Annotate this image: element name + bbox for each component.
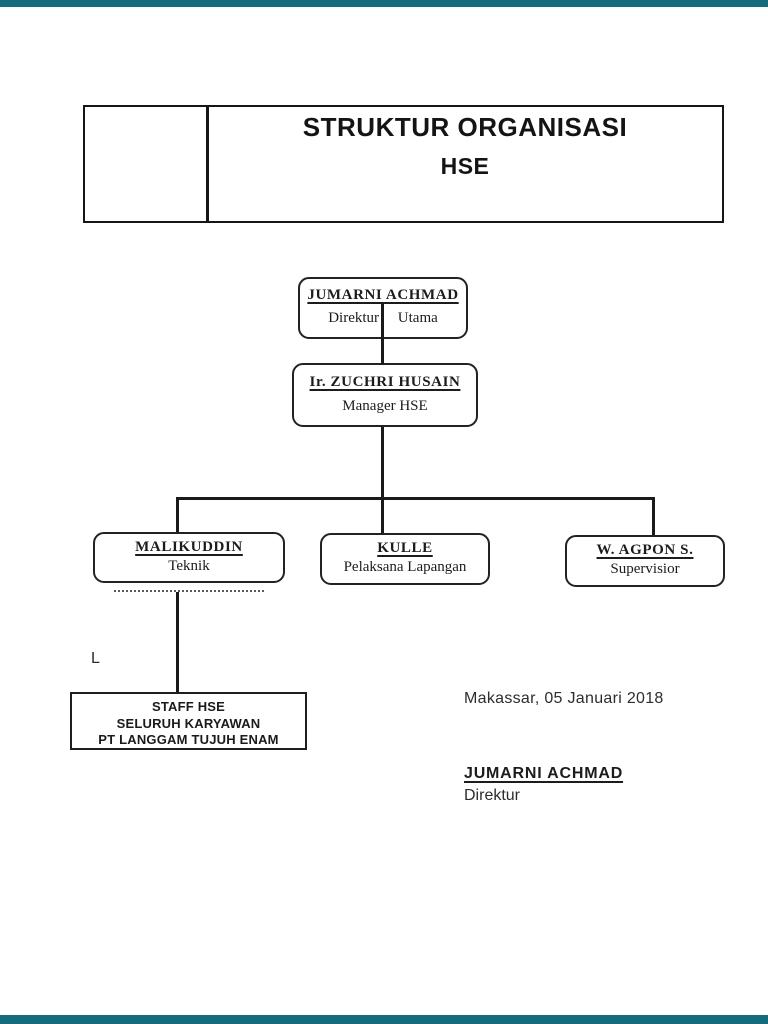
header-table: STRUKTUR ORGANISASI HSE: [83, 105, 724, 223]
stray-character: L: [91, 650, 100, 667]
place-and-date: Makassar, 05 Januari 2018: [464, 690, 664, 707]
org-node-role: Manager HSE: [342, 398, 428, 414]
org-node-name: Ir. ZUCHRI HUSAIN: [309, 374, 461, 390]
org-node-teknik: MALIKUDDIN Teknik: [93, 532, 285, 583]
staff-line-3: PT LANGGAM TUJUH ENAM: [98, 732, 279, 747]
signature-role: Direktur: [464, 787, 521, 804]
staff-line-1: STAFF HSE: [151, 699, 226, 714]
connector-root-to-manager: [381, 304, 384, 364]
header-title-cell: STRUKTUR ORGANISASI HSE: [208, 107, 722, 221]
connector-stub-supervisor: [652, 497, 655, 536]
org-node-pelaksana-lapangan: KULLE Pelaksana Lapangan: [320, 533, 490, 585]
top-accent-bar: [0, 0, 768, 7]
connector-horizontal: [176, 497, 655, 500]
org-node-staff-hse: STAFF HSE SELURUH KARYAWAN PT LANGGAM TU…: [70, 692, 307, 750]
org-node-name: MALIKUDDIN: [135, 539, 243, 555]
signature-name: JUMARNI ACHMAD: [464, 765, 624, 782]
org-node-supervisor: W. AGPON S. Supervisior: [565, 535, 725, 587]
org-node-manager-hse: Ir. ZUCHRI HUSAIN Manager HSE: [292, 363, 478, 427]
org-node-name: JUMARNI ACHMAD: [307, 287, 459, 303]
bottom-accent-bar: [0, 1015, 768, 1024]
document-title: STRUKTUR ORGANISASI: [302, 112, 628, 142]
connector-manager-down: [381, 426, 384, 534]
document-subtitle: HSE: [440, 153, 490, 179]
dotted-separator: [114, 590, 264, 592]
staff-line-2: SELURUH KARYAWAN: [116, 715, 261, 731]
org-node-role: Teknik: [168, 558, 210, 574]
connector-teknik-to-staff: [176, 592, 179, 692]
header-table-divider: [206, 107, 209, 221]
org-node-role: Pelaksana Lapangan: [343, 559, 467, 575]
org-node-name: W. AGPON S.: [596, 542, 694, 558]
org-node-name: KULLE: [377, 540, 433, 556]
connector-stub-teknik: [176, 497, 179, 533]
org-node-role: Supervisior: [610, 561, 680, 577]
